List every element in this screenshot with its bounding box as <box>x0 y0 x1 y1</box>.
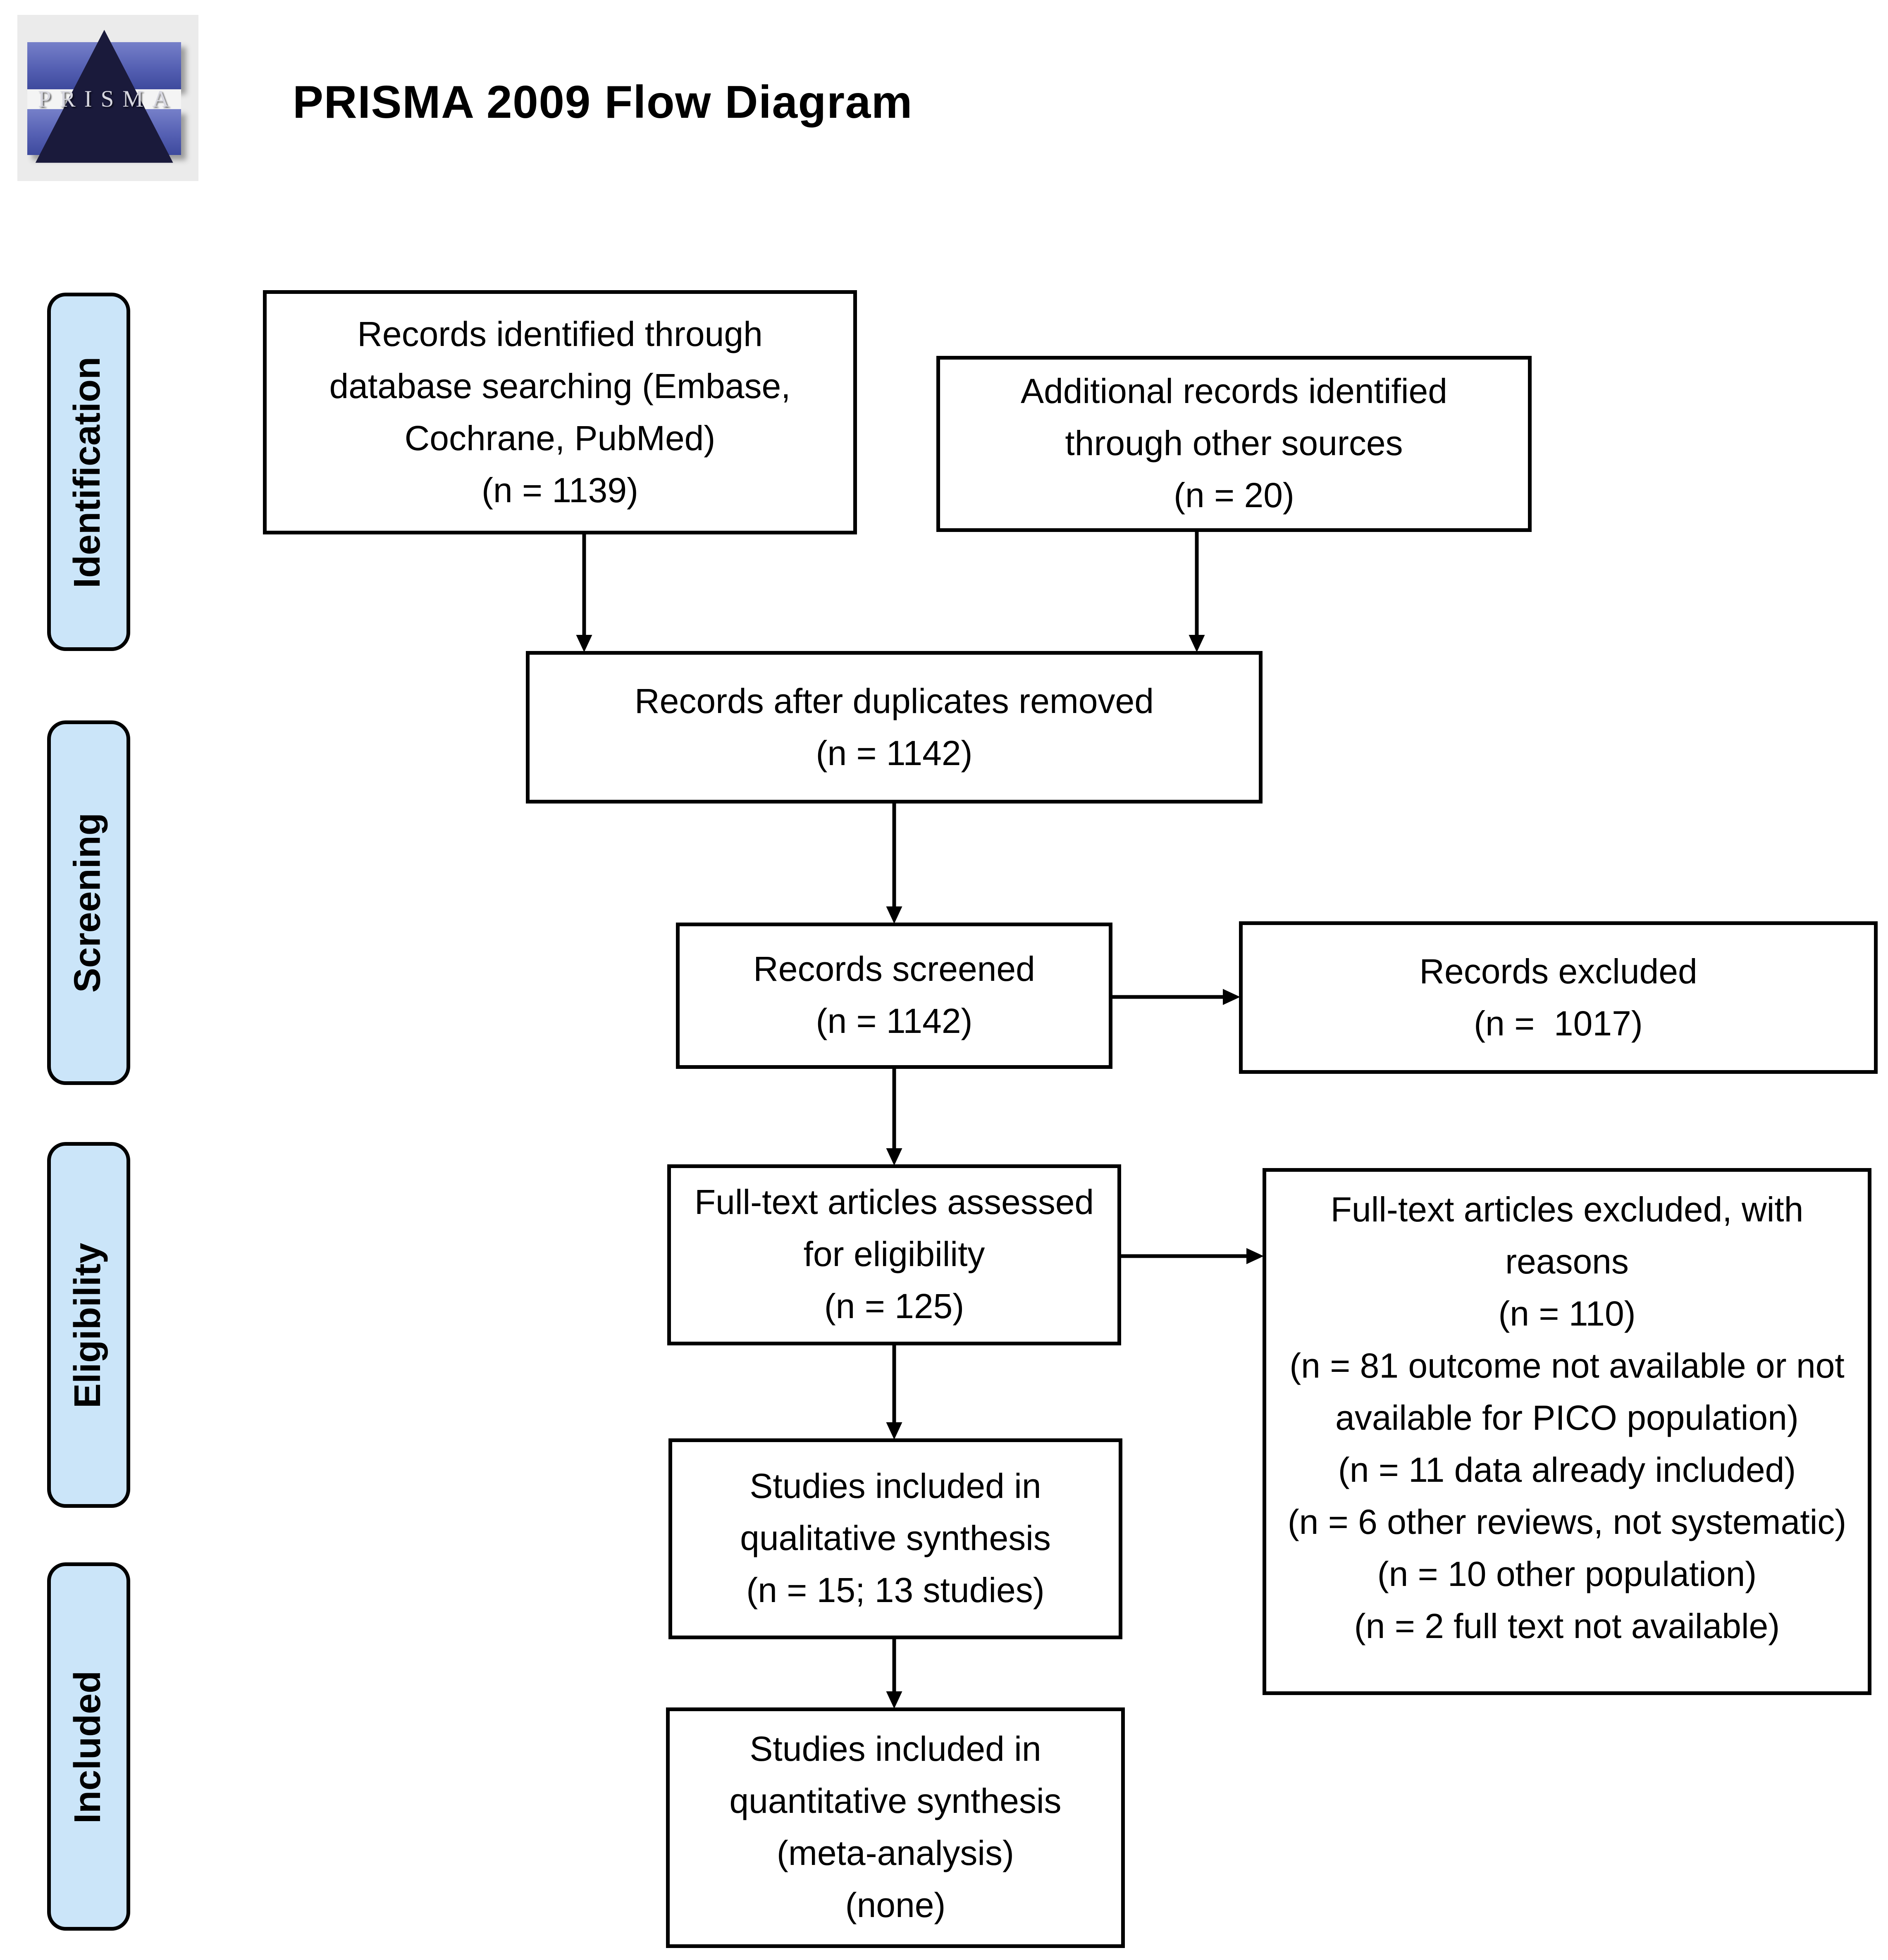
box-additional-records-text: Additional records identified through ot… <box>1021 372 1447 515</box>
box-records-after-duplicates-text: Records after duplicates removed (n = 11… <box>635 681 1154 772</box>
box-fulltext-excluded-reasons: Full-text articles excluded, with reason… <box>1263 1168 1871 1695</box>
stage-included: Included <box>47 1562 130 1931</box>
stage-eligibility-label: Eligibility <box>67 1242 109 1408</box>
box-quantitative-synthesis: Studies included in quantitative synthes… <box>666 1707 1125 1948</box>
box-qualitative-synthesis-text: Studies included in qualitative synthesi… <box>740 1467 1051 1609</box>
arrow-duplicates-to-screened <box>886 804 902 924</box>
box-records-identified-database-text: Records identified through database sear… <box>329 314 791 509</box>
box-records-screened-text: Records screened (n = 1142) <box>753 950 1035 1040</box>
box-fulltext-assessed: Full-text articles assessed for eligibil… <box>667 1164 1121 1345</box>
box-qualitative-synthesis: Studies included in qualitative synthesi… <box>668 1438 1122 1639</box>
box-additional-records: Additional records identified through ot… <box>936 356 1532 532</box>
stage-identification: Identification <box>47 293 130 651</box>
arrow-assessed-to-qualitative <box>886 1345 902 1440</box>
stage-screening: Screening <box>47 720 130 1085</box>
box-records-after-duplicates: Records after duplicates removed (n = 11… <box>526 651 1263 804</box>
arrow-assessed-to-reasons <box>1121 1248 1264 1264</box>
stage-identification-label: Identification <box>67 356 109 588</box>
box-records-screened: Records screened (n = 1142) <box>676 923 1112 1069</box>
box-records-identified-database: Records identified through database sear… <box>263 290 857 534</box>
arrow-screened-to-excluded <box>1112 989 1240 1005</box>
box-fulltext-excluded-reasons-text: Full-text articles excluded, with reason… <box>1287 1190 1847 1645</box>
prisma-logo: PRISMA <box>17 15 198 181</box>
box-quantitative-synthesis-text: Studies included in quantitative synthes… <box>729 1730 1062 1924</box>
box-records-excluded: Records excluded (n = 1017) <box>1239 921 1878 1074</box>
arrow-qualitative-to-quantitative <box>886 1639 902 1709</box>
box-fulltext-assessed-text: Full-text articles assessed for eligibil… <box>694 1183 1094 1326</box>
arrow-additional-to-duplicates <box>1189 532 1205 652</box>
stage-eligibility: Eligibility <box>47 1142 130 1508</box>
box-records-excluded-text: Records excluded (n = 1017) <box>1419 951 1697 1042</box>
page-title: PRISMA 2009 Flow Diagram <box>293 77 913 128</box>
logo-wordmark: PRISMA <box>38 87 178 113</box>
arrow-database-to-duplicates <box>576 534 592 652</box>
arrow-screened-to-assessed <box>886 1069 902 1166</box>
stage-included-label: Included <box>67 1670 109 1823</box>
stage-screening-label: Screening <box>67 813 109 993</box>
